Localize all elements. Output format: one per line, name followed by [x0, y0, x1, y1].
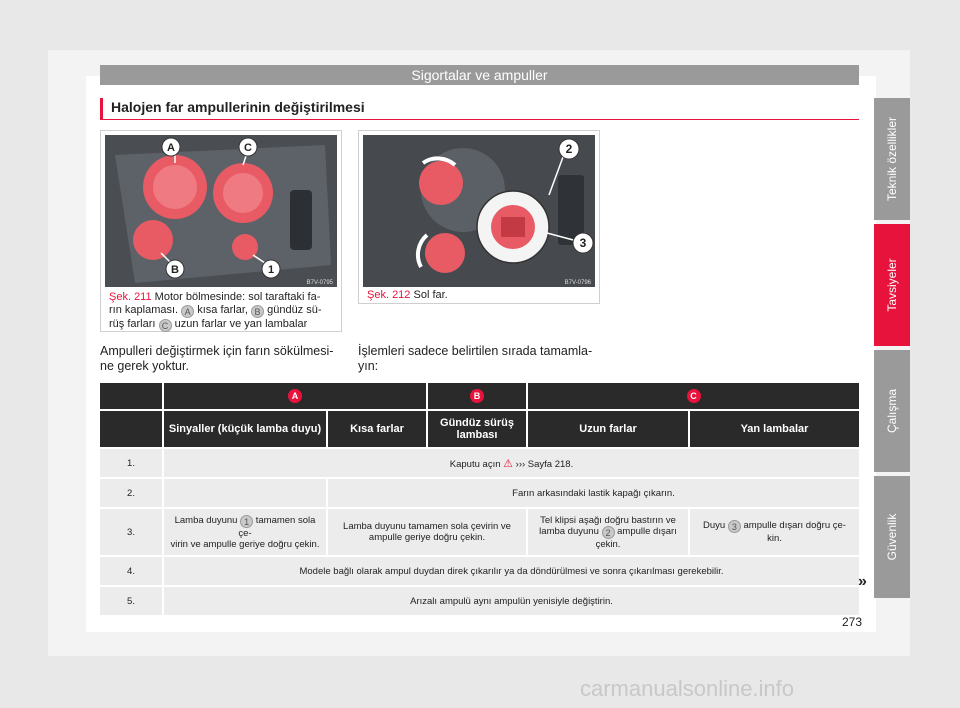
callout-b: B	[251, 305, 265, 318]
step-text: Farın arkasındaki lastik kapağı çıkarın.	[328, 479, 859, 507]
headlight-left-illustration: 2 3 B7V-0796	[363, 135, 595, 287]
table-row: 4. Modele bağlı olarak ampul duydan dire…	[100, 557, 859, 585]
step-empty-cell	[164, 479, 328, 507]
cell-text: virin ve ampulle geriye doğru çekin.	[170, 538, 320, 550]
marker-3: 3	[580, 236, 587, 250]
chapter-header: Sigortalar ve ampuller	[100, 65, 859, 85]
callout-2: 2	[601, 525, 615, 539]
tab-guvenlik[interactable]: Güvenlik	[874, 476, 910, 598]
step-text: Arızalı ampulü aynı ampulün yenisiyle de…	[164, 587, 859, 615]
letter-b-badge: B	[470, 389, 484, 403]
step-text-part: Kaputu açın	[449, 458, 501, 470]
headlight-rear-illustration: A C B 1 B7V-0795	[105, 135, 337, 287]
step-number: 4.	[100, 557, 164, 585]
table-row: 1. Kaputu açın ⚠ ››› Sayfa 218.	[100, 449, 859, 477]
column-header-row: Sinyaller (küçük lamba duyu) Kısa farlar…	[100, 411, 859, 447]
cell-text: ampulle dışarı doğru çe-	[743, 520, 846, 531]
header-empty	[100, 383, 164, 409]
callout-3: 3	[727, 520, 741, 533]
text-line: İşlemleri sadece belirtilen sırada tamam…	[358, 344, 593, 358]
cell-text: lamba duyunu	[539, 525, 599, 537]
caption-text: kısa farlar,	[197, 304, 248, 316]
header-letter-b: B	[428, 383, 528, 409]
intro-text-left: Ampulleri değiştirmek için farın sökülme…	[100, 344, 350, 374]
step-text: Kaputu açın ⚠ ››› Sayfa 218.	[164, 449, 859, 477]
cell-text: Lamba duyunu	[174, 514, 238, 526]
marker-1: 1	[268, 264, 274, 276]
tab-tavsiyeler[interactable]: Tavsiyeler	[874, 224, 910, 346]
step-cell-low-beam-drl: Lamba duyunu tamamen sola çevirin ve amp…	[328, 509, 528, 555]
callout-c: C	[158, 319, 172, 332]
figure-code: B7V-0795	[307, 280, 334, 286]
step-cell-side-light: Duyu 3 ampulle dışarı doğru çe- kin.	[690, 509, 859, 555]
cell-text: ampulle dışarı	[617, 525, 677, 537]
header-letter-a: A	[164, 383, 428, 409]
figure-211-caption: Şek. 211 Motor bölmesinde: sol taraftaki…	[109, 291, 337, 332]
intro-text-right: İşlemleri sadece belirtilen sırada tamam…	[358, 344, 608, 374]
tab-label: Teknik özellikler	[885, 116, 899, 202]
marker-c: C	[244, 142, 252, 154]
header-letter-c: C	[528, 383, 859, 409]
col-header: Kısa farlar	[328, 411, 428, 447]
cell-text: kin.	[767, 533, 782, 544]
col-header: Sinyaller (küçük lamba duyu)	[164, 411, 328, 447]
callout-a: A	[181, 305, 195, 318]
caption-text: rüş farları	[109, 318, 156, 330]
tab-label: Tavsiyeler	[885, 258, 899, 312]
letter-c-badge: C	[686, 389, 701, 403]
header-empty	[100, 411, 164, 447]
col-header: Yan lambalar	[690, 411, 859, 447]
headlight-left-image: 2 3 B7V-0796	[363, 135, 595, 287]
tab-label: Çalışma	[885, 388, 899, 434]
caption-text: gündüz sü-	[267, 304, 322, 316]
steps-table: A B C Sinyaller (küçük lamba duyu) Kısa …	[100, 381, 859, 617]
text-line: yın:	[358, 359, 379, 373]
figure-211: A C B 1 B7V-0795 Şek. 211 Motor bölmesin…	[100, 130, 342, 332]
cell-text: çekin.	[595, 538, 621, 550]
step-number: 5.	[100, 587, 164, 615]
page-reference-link[interactable]: ››› Sayfa 218.	[515, 458, 574, 470]
watermark: carmanualsonline.info	[580, 676, 795, 701]
tab-label: Güvenlik	[885, 513, 899, 561]
table-row: 2. Farın arkasındaki lastik kapağı çıkar…	[100, 479, 859, 507]
caption-text: uzun farlar ve yan lambalar	[174, 318, 308, 330]
tab-calisma[interactable]: Çalışma	[874, 350, 910, 472]
table-row: 5. Arızalı ampulü aynı ampulün yenisiyle…	[100, 587, 859, 615]
figure-212-caption: Şek. 212 Sol far.	[367, 289, 595, 302]
section-title: Halojen far ampullerinin değiştirilmesi	[100, 98, 859, 120]
marker-a: A	[167, 142, 175, 154]
col-header: Uzun farlar	[528, 411, 690, 447]
caption-text: rın kaplaması.	[109, 304, 179, 316]
caption-text: Sol far.	[413, 289, 448, 301]
warning-icon: ⚠	[503, 457, 514, 470]
step-text: Modele bağlı olarak ampul duydan direk ç…	[164, 557, 859, 585]
cell-text: Tel klipsi aşağı doğru bastırın ve	[540, 514, 676, 526]
figure-code: B7V-0796	[565, 280, 592, 286]
caption-text: Motor bölmesinde: sol taraftaki fa-	[154, 291, 321, 303]
tab-teknik-ozellikler[interactable]: Teknik özellikler	[874, 98, 910, 220]
step-number: 1.	[100, 449, 164, 477]
figure-212: 2 3 B7V-0796 Şek. 212 Sol far.	[358, 130, 600, 304]
step-number: 3.	[100, 509, 164, 555]
figure-label: Şek. 212	[367, 289, 411, 301]
table-row: 3. Lamba duyunu 1 tamamen sola çe- virin…	[100, 509, 859, 555]
headlight-rear-image: A C B 1 B7V-0795	[105, 135, 337, 287]
letter-a-badge: A	[288, 389, 302, 403]
callout-1: 1	[240, 514, 254, 528]
text-line: Ampulleri değiştirmek için farın sökülme…	[100, 344, 334, 358]
figure-label: Şek. 211	[109, 291, 152, 303]
text-line: ne gerek yoktur.	[100, 359, 189, 373]
step-cell-signal: Lamba duyunu 1 tamamen sola çe- virin ve…	[164, 509, 328, 555]
step-number: 2.	[100, 479, 164, 507]
cell-text: tamamen sola çe-	[238, 514, 316, 539]
step-cell-high-beam: Tel klipsi aşağı doğru bastırın ve lamba…	[528, 509, 690, 555]
marker-b: B	[171, 264, 179, 276]
col-header: Gündüz sürüş lambası	[428, 411, 528, 447]
page-number: 273	[842, 615, 863, 629]
marker-2: 2	[566, 142, 573, 156]
letter-header-row: A B C	[100, 383, 859, 409]
continue-icon: »	[858, 573, 867, 590]
cell-text: Duyu	[703, 520, 726, 531]
